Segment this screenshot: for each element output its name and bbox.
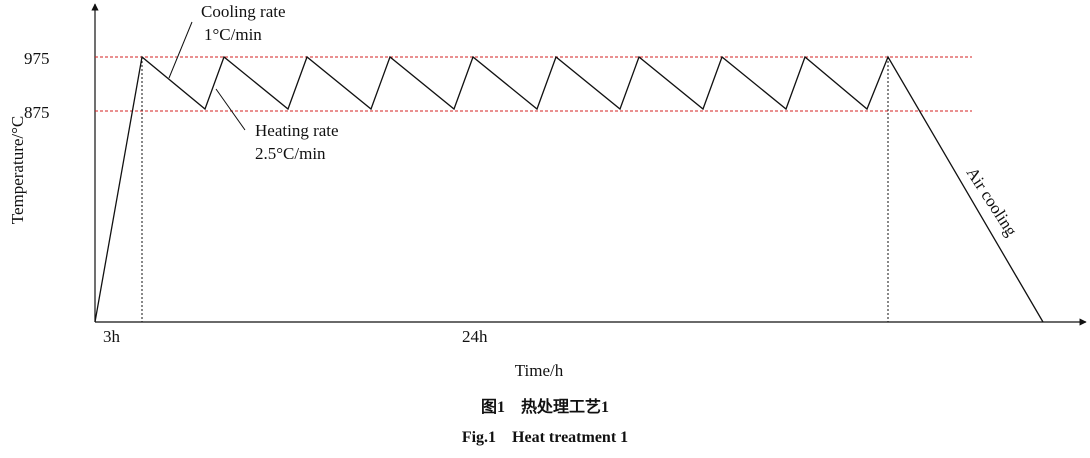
heating-rate-label: Heating rate — [255, 121, 339, 140]
x-tick-24h: 24h — [462, 327, 488, 346]
air-cooling-label: Air cooling — [963, 164, 1022, 240]
caption-cn: 图1 热处理工艺1 — [481, 397, 609, 416]
cooling-rate-label: Cooling rate — [201, 2, 286, 21]
y-tick-875: 875 — [24, 103, 50, 122]
cooling-rate-leader — [168, 21, 193, 79]
temperature-profile — [94, 55, 1044, 323]
x-axis-label: Time/h — [515, 361, 564, 380]
heating-rate-leader — [215, 88, 246, 131]
cooling-rate-value: 1°C/min — [204, 25, 262, 44]
x-tick-3h: 3h — [103, 327, 121, 346]
y-axis-label: Temperature/°C — [8, 116, 27, 225]
heating-rate-value: 2.5°C/min — [255, 144, 326, 163]
caption-en: Fig.1 Heat treatment 1 — [462, 429, 628, 446]
y-tick-975: 975 — [24, 49, 50, 68]
